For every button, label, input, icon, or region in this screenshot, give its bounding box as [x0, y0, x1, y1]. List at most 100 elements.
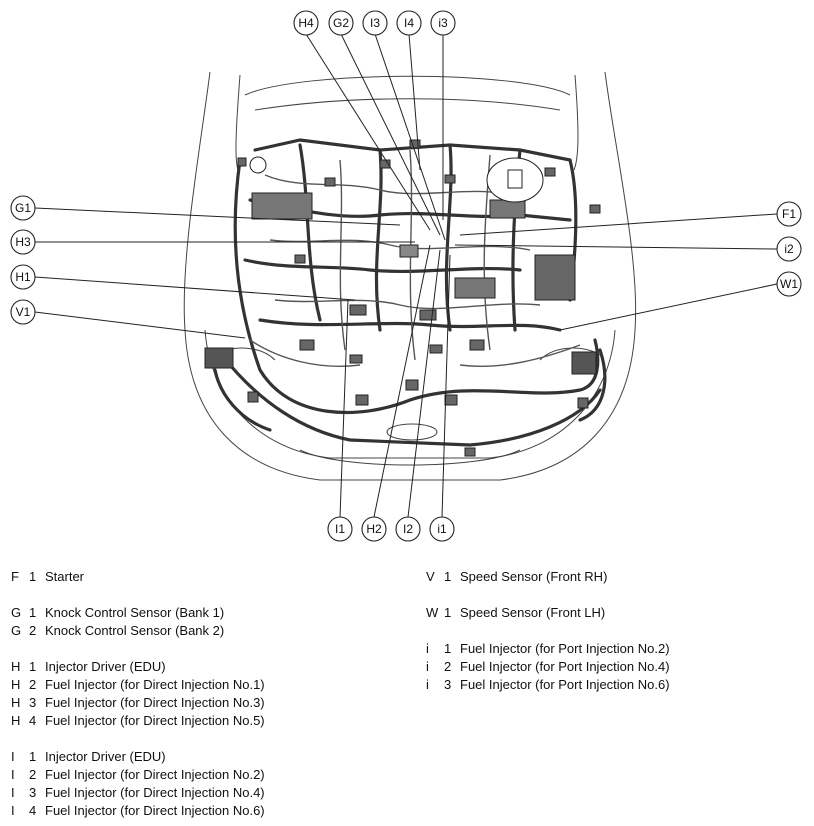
callout-circle-F1: [776, 201, 802, 227]
callout-circle-H4: [293, 10, 319, 36]
callout-label-I1: I1: [335, 522, 345, 536]
legend-code: H: [11, 659, 21, 674]
callout-circle-I3: [362, 10, 388, 36]
legend-text: Fuel Injector (for Direct Injection No.4…: [45, 785, 265, 800]
callout-label-I2: I2: [403, 522, 413, 536]
legend-num: 2: [444, 659, 452, 674]
legend-text: Knock Control Sensor (Bank 2): [45, 623, 225, 638]
legend-code: I: [11, 767, 15, 782]
callout-label-I4: I4: [404, 16, 414, 30]
legend-code: F: [11, 569, 19, 584]
callout-label-G2: G2: [333, 16, 349, 30]
legend-text: Fuel Injector (for Direct Injection No.1…: [45, 677, 265, 692]
callout-label-i1: i1: [437, 522, 447, 536]
legend-num: 4: [29, 803, 37, 818]
legend-code: G: [11, 605, 22, 620]
callout-circle-i2: [776, 236, 802, 262]
legend-text: Fuel Injector (for Direct Injection No.3…: [45, 695, 265, 710]
legend-text: Speed Sensor (Front RH): [460, 569, 608, 584]
callout-circle-G2: [328, 10, 354, 36]
callout-circles: [10, 10, 802, 542]
callout-label-V1: V1: [16, 305, 31, 319]
legend-num: 1: [444, 569, 452, 584]
callout-circle-V1: [10, 299, 36, 325]
legend-num: 3: [444, 677, 452, 692]
engine-harness-diagram: H4 G2 I3 I4 i3 G1 H3 H1 V1 F1 i2 W1 I1 H…: [10, 10, 802, 542]
legend-text: Starter: [45, 569, 85, 584]
callout-label-H3: H3: [15, 235, 31, 249]
legend-num: 1: [29, 605, 37, 620]
legend-num: 2: [29, 677, 37, 692]
legend-code: I: [11, 803, 15, 818]
legend-code: I: [11, 749, 15, 764]
legend-num: 4: [29, 713, 37, 728]
legend-code: I: [11, 785, 15, 800]
legend-text: Injector Driver (EDU): [45, 749, 166, 764]
callout-circle-H1: [10, 264, 36, 290]
legend-text: Fuel Injector (for Port Injection No.4): [460, 659, 670, 674]
callout-label-i2: i2: [784, 242, 794, 256]
callout-circle-I4: [396, 10, 422, 36]
callout-circle-G1: [10, 195, 36, 221]
callout-circle-H3: [10, 229, 36, 255]
callout-label-H4: H4: [298, 16, 314, 30]
legend-code: H: [11, 713, 21, 728]
legend-num: 2: [29, 767, 37, 782]
callout-label-G1: G1: [15, 201, 31, 215]
legend-num: 1: [29, 749, 37, 764]
leader-lines: [34, 33, 778, 518]
legend-num: 1: [29, 569, 37, 584]
callout-label-H2: H2: [366, 522, 382, 536]
engine-components: [204, 139, 601, 457]
legend-num: 2: [29, 623, 37, 638]
legend-text: Speed Sensor (Front LH): [460, 605, 606, 620]
callout-circle-i3: [430, 10, 456, 36]
legend-num: 1: [444, 605, 452, 620]
callout-label-F1: F1: [782, 207, 796, 221]
legend-text: Fuel Injector (for Port Injection No.2): [460, 641, 670, 656]
legend-num: 3: [29, 785, 37, 800]
callout-circle-i1: [429, 516, 455, 542]
legend-code: i: [426, 677, 429, 692]
callout-circle-W1: [776, 271, 802, 297]
callout-labels: H4 G2 I3 I4 i3 G1 H3 H1 V1 F1 i2 W1 I1 H…: [15, 16, 798, 536]
legend-code: i: [426, 659, 429, 674]
legend-text: Fuel Injector (for Direct Injection No.6…: [45, 803, 265, 818]
legend-code: i: [426, 641, 429, 656]
legend-text: Knock Control Sensor (Bank 1): [45, 605, 225, 620]
legend-text: Fuel Injector (for Direct Injection No.5…: [45, 713, 265, 728]
legend-code: H: [11, 695, 21, 710]
wire-harness-thin: [249, 149, 581, 367]
legend-text: Fuel Injector (for Direct Injection No.2…: [45, 767, 265, 782]
legend-code: H: [11, 677, 21, 692]
legend-code: W: [426, 605, 439, 620]
callout-circle-H2: [361, 516, 387, 542]
callout-label-H1: H1: [15, 270, 31, 284]
legend-num: 3: [29, 695, 37, 710]
callout-label-W1: W1: [780, 277, 798, 291]
